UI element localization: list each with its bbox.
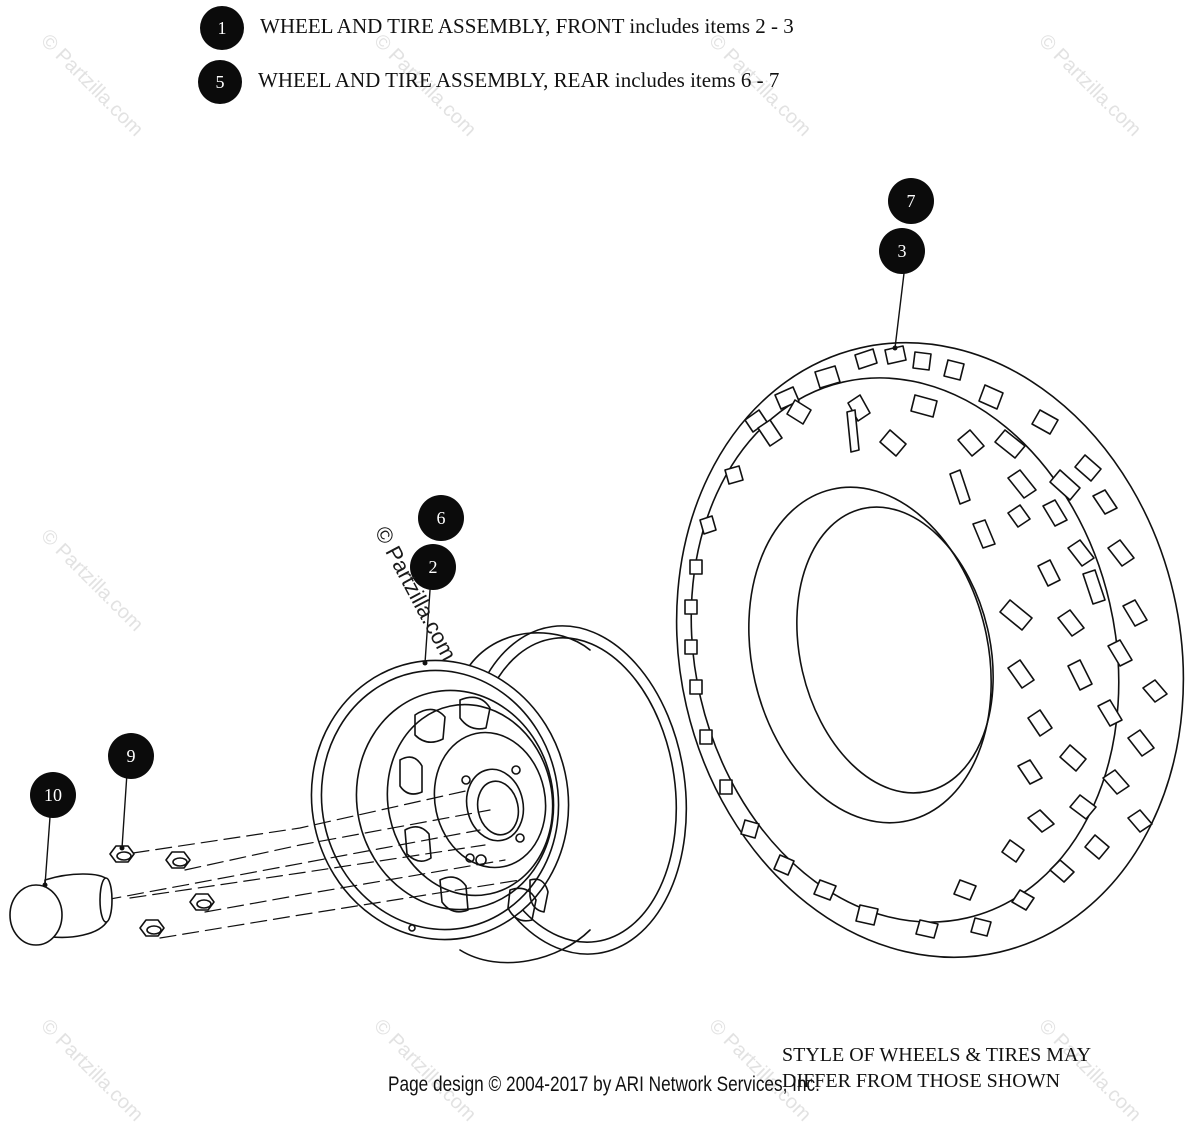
callout-2: 2 (410, 544, 456, 590)
hub-cap (9, 873, 113, 946)
legend-callout-1: 1 (200, 6, 244, 50)
callout-6: 6 (418, 495, 464, 541)
tire (675, 341, 1185, 959)
callout-10: 10 (30, 772, 76, 818)
exploded-view-drawing (9, 264, 1185, 964)
lug-nuts (109, 845, 215, 937)
callout-3: 3 (879, 228, 925, 274)
page-footer: Page design © 2004-2017 by ARI Network S… (388, 1073, 820, 1096)
style-note-line-2: DIFFER FROM THOSE SHOWN (782, 1070, 1061, 1092)
callout-7: 7 (888, 178, 934, 224)
legend-text-front: WHEEL AND TIRE ASSEMBLY, FRONT includes … (260, 14, 794, 38)
leader-lines (44, 264, 906, 886)
legend-callout-5: 5 (198, 60, 242, 104)
tire-tread (684, 345, 1168, 939)
wheel-rim (310, 625, 688, 964)
assembly-lines (104, 789, 521, 939)
style-note: STYLE OF WHEELS & TIRES MAY DIFFER FROM … (782, 1042, 1091, 1094)
style-note-line-1: STYLE OF WHEELS & TIRES MAY (782, 1044, 1092, 1066)
callout-9: 9 (108, 733, 154, 779)
legend-text-rear: WHEEL AND TIRE ASSEMBLY, REAR includes i… (258, 68, 780, 92)
